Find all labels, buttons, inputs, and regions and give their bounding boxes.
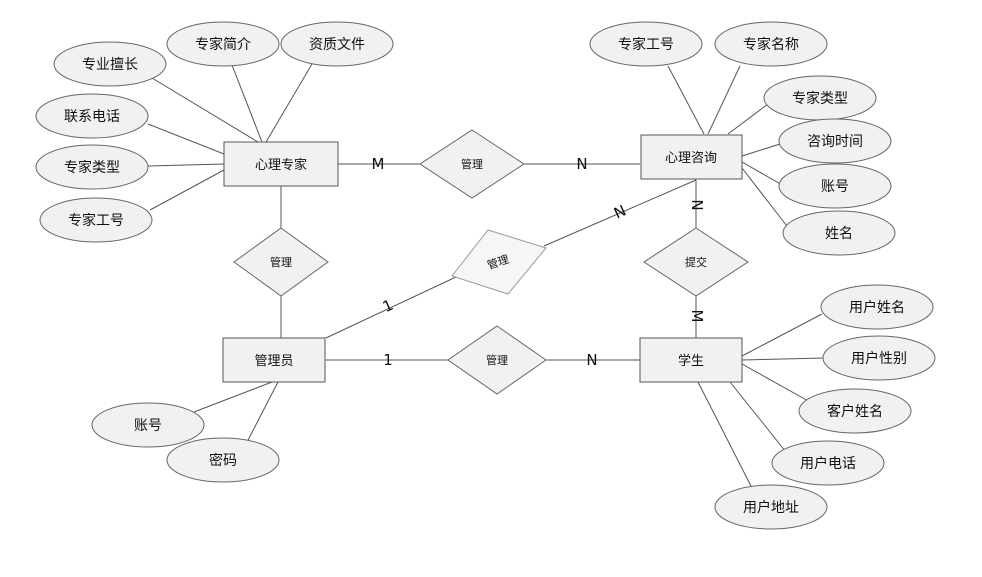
attr-label: 联系电话 [64,109,120,125]
entity-admin: 管理员 [222,337,326,383]
attr-expert-intro: 专家简介 [166,21,280,67]
attr-admin-account: 账号 [91,402,205,448]
edge-expert-qualification [265,63,313,143]
attr-consult-expert-name: 专家名称 [714,21,828,67]
edge-expert-phone [147,123,225,155]
entity-expert: 心理专家 [223,141,339,187]
attr-student-customer: 客户姓名 [798,388,912,434]
edge-student-address [697,381,753,489]
edge-rel3-consult [543,179,697,247]
attr-consult-account: 账号 [778,163,892,209]
attr-admin-password: 密码 [166,437,280,483]
rel-expert-admin: 管理 [233,227,329,297]
attr-expert-type: 专家类型 [35,144,149,190]
expert-attributes: 专业擅长 专家简介 资质文件 联系电话 专家类型 专家工号 [35,21,394,243]
attr-label: 资质文件 [309,37,365,53]
edge-student-gender [741,357,825,361]
attr-label: 专家类型 [64,159,120,176]
card-expert-consult-left: M [372,155,385,173]
attr-expert-speciality: 专业擅长 [53,41,167,87]
rel-admin-consult: 管理 [451,229,547,295]
attr-label: 专家工号 [68,212,124,229]
edge-consult-account [741,161,785,187]
attr-label: 用户性别 [851,350,907,367]
edge-consult-expert-type [727,103,769,135]
attr-label: 专家名称 [743,36,799,53]
entity-label: 管理员 [254,354,293,369]
attr-label: 客户姓名 [827,403,883,420]
attr-label: 专家工号 [618,36,674,53]
attr-expert-qualification: 资质文件 [280,21,394,67]
rel-expert-consult: 管理 [419,129,525,199]
entity-label: 心理专家 [255,157,307,173]
student-attributes: 用户姓名 用户性别 客户姓名 用户电话 用户地址 [714,284,936,530]
card-student-consult-bottom: M [688,310,706,323]
edge-consult-expert-name [707,65,741,135]
attr-label: 用户姓名 [849,299,905,316]
attr-expert-phone: 联系电话 [35,93,149,139]
card-admin-student-right: N [586,351,597,369]
edge-consult-time [741,143,781,157]
edge-student-username [741,313,823,357]
attr-consult-name: 姓名 [782,210,896,256]
attr-consult-time: 咨询时间 [778,118,892,164]
attr-label: 用户地址 [743,499,799,516]
attr-label: 咨询时间 [807,134,863,150]
attr-label: 密码 [209,452,237,469]
attr-label: 专家简介 [195,36,251,53]
attr-label: 专家类型 [792,90,848,107]
attr-label: 用户电话 [800,455,856,472]
admin-attributes: 账号 密码 [91,402,280,483]
edge-student-phone [729,381,787,453]
edge-admin-password [245,381,279,445]
card-expert-consult-right: N [576,155,587,173]
edge-expert-id [149,169,225,211]
card-admin-student-left: 1 [383,351,393,369]
rel-student-consult: 提交 [643,227,749,297]
consult-attributes: 专家工号 专家名称 专家类型 咨询时间 账号 姓名 [589,21,896,256]
rel-label: 管理 [270,255,292,269]
edge-expert-intro [229,59,263,143]
rel-label: 提交 [685,255,707,269]
rel-label: 管理 [461,157,483,171]
entity-label: 心理咨询 [665,151,717,166]
rel-admin-student: 管理 [447,325,547,395]
attr-label: 姓名 [825,226,853,242]
attr-student-address: 用户地址 [714,484,828,530]
attr-label: 账号 [134,418,162,434]
edge-consult-name [741,167,791,231]
edge-expert-type [147,163,225,167]
card-student-consult-top: N [688,199,706,210]
attr-student-username: 用户姓名 [820,284,934,330]
attr-label: 账号 [821,179,849,195]
edge-admin-account [193,381,273,413]
entity-student: 学生 [639,337,743,383]
edge-student-customer [741,363,811,403]
attr-expert-id: 专家工号 [39,197,153,243]
edge-consult-expert-id [667,65,705,135]
connector-lines [147,59,825,489]
attr-student-gender: 用户性别 [822,335,936,381]
attr-student-phone: 用户电话 [771,440,885,486]
attr-label: 专业擅长 [82,56,138,73]
entity-label: 学生 [678,353,704,369]
entity-consult: 心理咨询 [640,134,743,180]
rel-label: 管理 [485,252,510,272]
attr-consult-expert-id: 专家工号 [589,21,703,67]
edge-expert-speciality [151,77,259,143]
rel-label: 管理 [486,353,508,367]
card-admin-consult-right: N [611,201,629,222]
attr-consult-expert-type: 专家类型 [763,75,877,121]
edge-admin-rel3 [325,276,457,339]
